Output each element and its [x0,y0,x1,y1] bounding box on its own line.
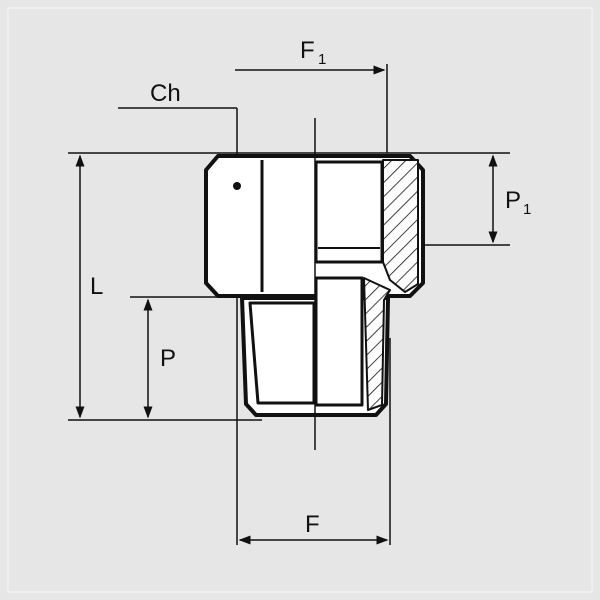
flat-marker-dot [233,182,241,190]
label-ch: Ch [150,80,181,107]
label-l: L [90,273,103,300]
label-p1-sub: 1 [523,201,531,218]
hatched-wall-lower [363,277,391,411]
drawing-frame [7,7,593,593]
label-f1: F [300,37,315,64]
label-p: P [160,345,176,372]
lower-bore [314,276,364,407]
label-f1-sub: 1 [318,51,326,68]
lower-bore-taper [248,301,316,405]
hatched-wall-upper [382,159,419,293]
label-p1: P [505,187,521,214]
label-f: F [305,511,320,538]
upper-bore [314,160,384,264]
